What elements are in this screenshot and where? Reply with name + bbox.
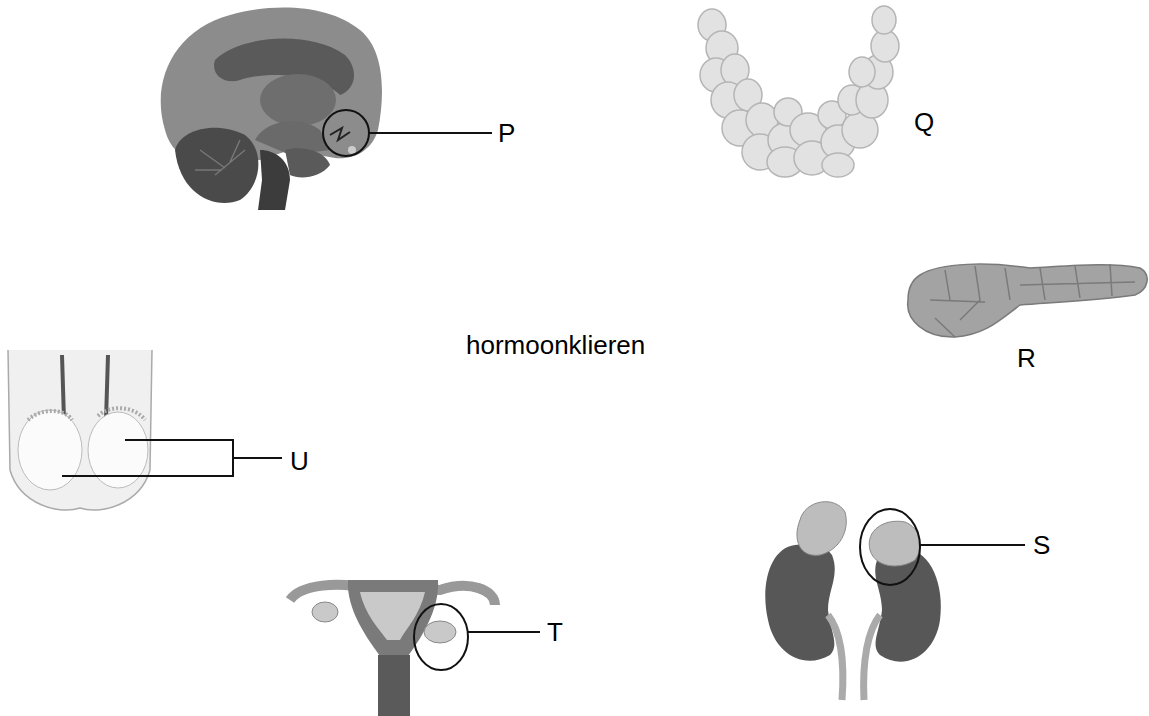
uterus-illustration [290, 580, 540, 716]
diagram-title-label: hormoonklieren [466, 330, 645, 360]
gland-letter: Q [914, 107, 934, 137]
label-holder: R [1017, 343, 1036, 373]
gland-letter: T [547, 617, 563, 647]
gland-letter: S [1033, 530, 1050, 560]
label-holder: hormoonklieren [466, 330, 645, 360]
label-holder: T [547, 617, 563, 647]
gland-letter: R [1017, 343, 1036, 373]
label-holder: U [290, 446, 309, 476]
brain-illustration [161, 7, 492, 210]
label-holder: S [1033, 530, 1050, 560]
testes-illustration [8, 350, 282, 510]
thyroid-illustration [698, 6, 899, 177]
kidneys-illustration [765, 502, 1025, 700]
label-holder: P [498, 118, 515, 148]
gland-letter: P [498, 118, 515, 148]
gland-letter: U [290, 446, 309, 476]
label-holder: Q [914, 107, 934, 137]
pancreas-illustration [908, 264, 1147, 337]
